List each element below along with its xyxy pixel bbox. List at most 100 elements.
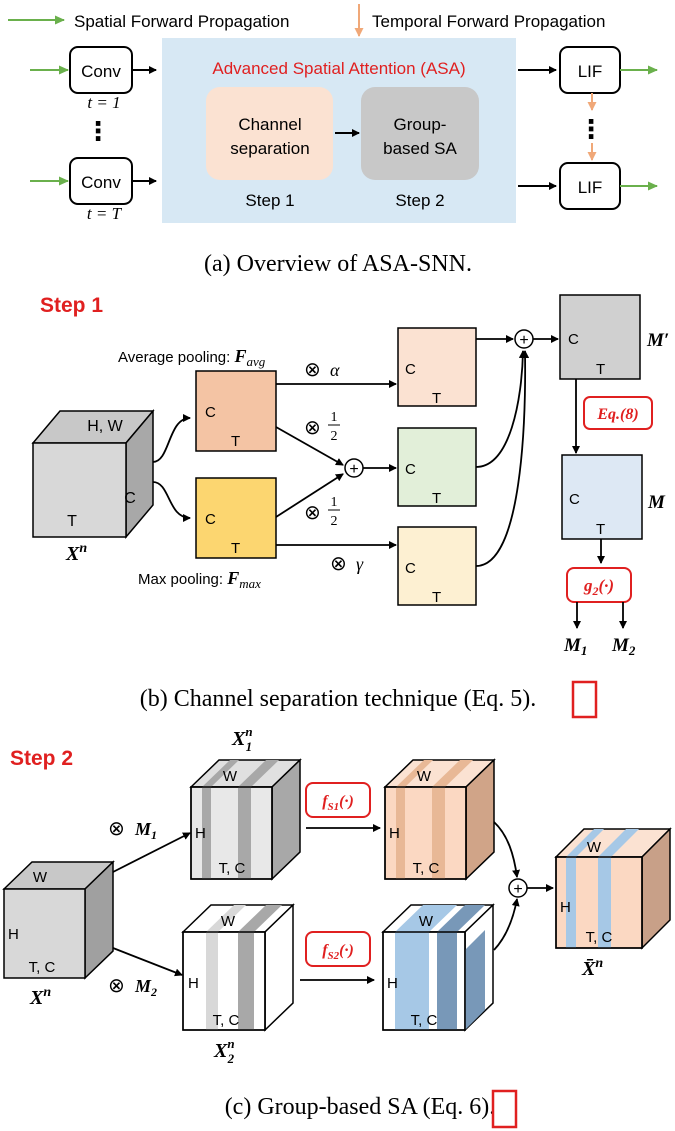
input-hw-label: H, W: [87, 418, 123, 435]
input-cube-b: [31, 408, 155, 540]
half-to-sum-arrow: [475, 350, 527, 468]
fs2-output-cube: [381, 903, 495, 1032]
caption-c: (c) Group-based SA (Eq. 6).: [225, 1094, 496, 1120]
input-c-label: C: [124, 490, 136, 507]
max-half-arrow: [275, 473, 344, 518]
avg-t-label: T: [231, 433, 240, 450]
channel-separation-line2: separation: [230, 139, 309, 158]
step2-label: Step 2: [395, 191, 444, 210]
fs1-label: fS1(·): [322, 793, 354, 813]
g2-label: g2(·): [583, 576, 614, 598]
half-square: [397, 427, 477, 507]
x1-tc: T, C: [219, 860, 246, 877]
alpha-times: ⊗: [304, 359, 321, 381]
channel-separation-line1: Channel: [238, 115, 301, 134]
output-w: W: [587, 839, 602, 856]
fs2-to-sum-arrow: [493, 898, 520, 951]
m-square: [561, 454, 643, 540]
x2-h: H: [188, 975, 199, 992]
max-pool-label: Max pooling: Fmax: [138, 568, 261, 591]
g2-box: [566, 567, 632, 603]
conv-label-tT: Conv: [81, 173, 121, 192]
alpha-label: α: [330, 360, 340, 380]
fs2-out-w: W: [419, 913, 434, 930]
fs2-out-h: H: [387, 975, 398, 992]
m-prime-c: C: [568, 331, 579, 348]
max-pool-square: [195, 477, 277, 559]
eq8-box: [583, 396, 653, 430]
group-sa-line2: based SA: [383, 139, 457, 158]
fs1-out-tc: T, C: [413, 860, 440, 877]
alpha-square-t: T: [432, 390, 441, 407]
caption-b-ref-box: [571, 680, 598, 719]
input-c-w: W: [33, 869, 48, 886]
to-avg-arrow: [152, 414, 191, 463]
eq8-label: Eq.(8): [596, 406, 638, 423]
lif-vdots: ⋮: [578, 114, 604, 144]
input-t-label: T: [67, 513, 77, 530]
input-c-xn: Xn: [29, 985, 51, 1009]
half2-den: 2: [331, 514, 338, 529]
time-label-t1: t = 1: [87, 93, 120, 112]
to-x1-arrow: [112, 832, 191, 873]
output-tc: T, C: [586, 929, 613, 946]
input-c-tc: T, C: [29, 959, 56, 976]
fs1-output-cube: [383, 758, 496, 881]
m2-times: ⊗: [108, 975, 125, 997]
sum-node-b1-plus: +: [349, 461, 358, 478]
half1-times: ⊗: [304, 417, 321, 439]
asa-title: Advanced Spatial Attention (ASA): [212, 59, 465, 78]
caption-c-ref-box: [491, 1089, 518, 1129]
fs1-box: [305, 782, 371, 818]
alpha-square: [397, 327, 477, 407]
avg-c-label: C: [205, 404, 216, 421]
m-prime-t: T: [596, 361, 605, 378]
x2-tc: T, C: [213, 1012, 240, 1029]
m-prime-square: [559, 294, 641, 380]
avg-pool-label: Average pooling: Favg: [118, 346, 266, 369]
m1-times: ⊗: [108, 818, 125, 840]
x1-h: H: [195, 825, 206, 842]
avg-pool-square: [195, 370, 277, 452]
gamma-square-c: C: [405, 560, 416, 577]
input-xn-label: Xn: [65, 541, 87, 565]
step1-title: Step 1: [40, 294, 103, 317]
time-label-tT: t = T: [87, 204, 123, 223]
m2-output-label: M2: [611, 635, 636, 658]
fs1-to-sum-arrow: [493, 821, 521, 878]
legend: Spatial Forward Propagation Temporal For…: [8, 4, 605, 37]
fs2-out-tc: T, C: [411, 1012, 438, 1029]
alpha-square-c: C: [405, 361, 416, 378]
half1-den: 2: [331, 429, 338, 444]
gamma-times: ⊗: [330, 553, 347, 575]
caption-a: (a) Overview of ASA-SNN.: [204, 251, 472, 277]
step2-title: Step 2: [10, 747, 73, 770]
caption-b: (b) Channel separation technique (Eq. 5)…: [140, 686, 537, 712]
m1-output-label: M1: [563, 635, 587, 658]
gamma-label: γ: [356, 554, 364, 574]
x1-w: W: [223, 768, 238, 785]
sum-node-b2-plus: +: [519, 332, 528, 349]
half1-num: 1: [331, 410, 338, 425]
channel-separation-box: [206, 87, 333, 180]
conv-vdots: ⋮: [85, 116, 111, 146]
half2-times: ⊗: [304, 502, 321, 524]
x2-w: W: [221, 913, 236, 930]
output-cube: [554, 827, 672, 950]
m-t: T: [596, 521, 605, 538]
half-square-t: T: [432, 490, 441, 507]
fs1-out-w: W: [417, 768, 432, 785]
x1-cube: [189, 758, 302, 881]
input-c-h: H: [8, 926, 19, 943]
conv-label-t1: Conv: [81, 62, 121, 81]
fs1-out-h: H: [389, 825, 400, 842]
gamma-square-t: T: [432, 589, 441, 606]
m-c: C: [569, 491, 580, 508]
spatial-legend-label: Spatial Forward Propagation: [74, 12, 289, 31]
sum-node-c-plus: +: [513, 881, 522, 898]
max-t-label: T: [231, 540, 240, 557]
m2-mult: M2: [134, 976, 157, 999]
